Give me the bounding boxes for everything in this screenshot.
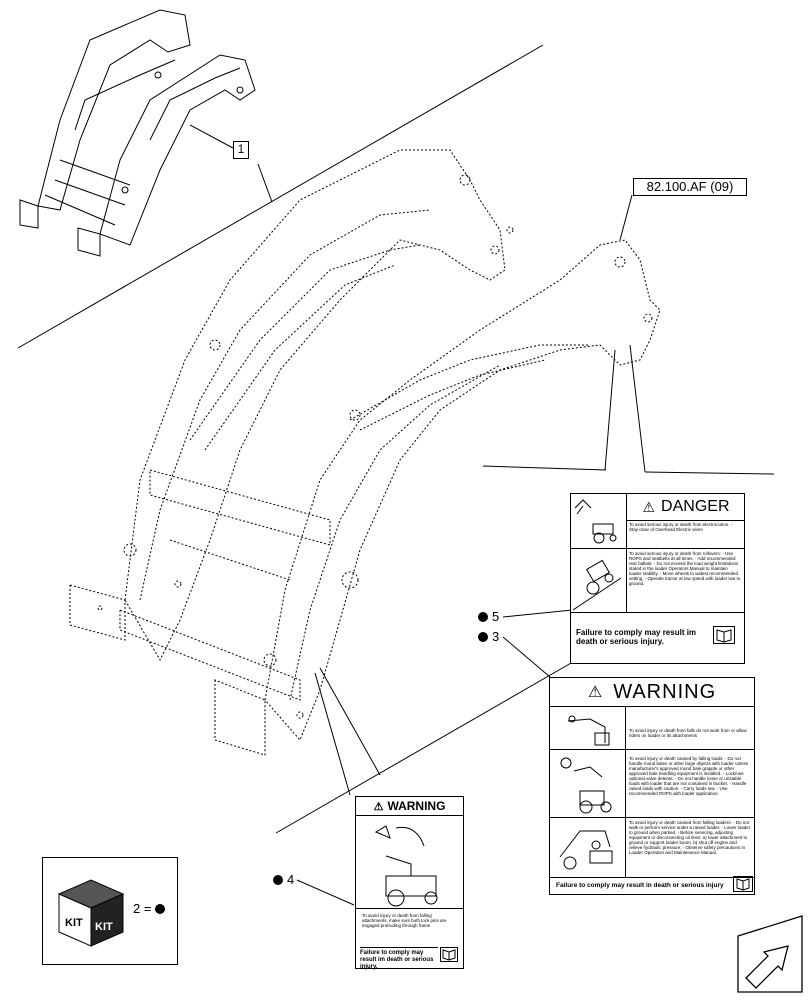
bullet-number: 3	[492, 629, 500, 644]
bullet-item-5[interactable]: 5	[478, 609, 499, 624]
falling-attachment-pictogram	[374, 825, 438, 907]
thumbnail-loader	[19, 9, 256, 257]
danger-row-2-text: To avoid serious injury or death from ro…	[629, 551, 741, 586]
bullet-item-3[interactable]: 3	[478, 629, 499, 644]
warning-small-footer: Failure to comply may result im death or…	[360, 947, 438, 971]
warning-triangle-icon: ⚠	[373, 800, 384, 813]
bullet-dot-icon	[273, 874, 283, 885]
bullet-item-4[interactable]: 4	[273, 872, 294, 887]
manual-book-icon	[713, 626, 735, 644]
manual-book-icon	[440, 947, 458, 962]
warning-large-footer: Failure to comply may result in death or…	[556, 882, 724, 889]
warning-large-row-2	[550, 749, 754, 818]
bullet-dot-icon	[155, 903, 166, 914]
callout-ref-82-text: 82.100.AF (09)	[646, 179, 734, 194]
kit-legend-box: KIT KIT 2 =	[42, 857, 178, 965]
warning-large-row-1-text: To avoid injury or death from falls do n…	[629, 728, 747, 738]
rollover-pictogram	[571, 548, 627, 612]
danger-row-1-text: To avoid serious injury or death from el…	[629, 522, 733, 532]
falling-load-pictogram	[550, 749, 626, 817]
warning-large-row-3	[550, 817, 754, 878]
arrow-icon	[745, 945, 789, 989]
warning-large-title: WARNING	[613, 680, 717, 703]
rider-on-loader-pictogram	[550, 707, 626, 749]
bullet-number: 4	[287, 872, 295, 887]
warning-large-row-1	[550, 707, 754, 750]
bullet-dot-icon	[478, 631, 488, 642]
kit-label-left: KIT	[65, 917, 83, 929]
danger-row-2	[571, 548, 744, 613]
warning-large-header: ⚠ WARNING	[550, 678, 754, 707]
warning-small-header: ⚠ WARNING	[356, 797, 463, 816]
danger-decal: ⚠ DANGER To avoid serious injury or deat…	[570, 493, 745, 664]
warning-large-row-3-text: To avoid injury or death caused from fal…	[629, 820, 751, 855]
danger-footer: Failure to comply may result im death or…	[576, 628, 697, 646]
kit-box-icon: KIT KIT	[57, 879, 125, 947]
main-loader	[69, 149, 661, 756]
warning-decal-large: ⚠ WARNING To avoid injury or death from …	[549, 677, 755, 895]
warning-triangle-icon: ⚠	[642, 498, 656, 515]
danger-row-1	[571, 494, 744, 549]
danger-title: DANGER	[661, 498, 730, 515]
callout-ref-1-text: 1	[237, 142, 245, 156]
danger-header: ⚠ DANGER	[626, 494, 745, 521]
manual-book-icon	[733, 876, 753, 892]
callout-ref-1[interactable]: 1	[233, 141, 249, 159]
kit-legend-text: 2 =	[133, 901, 152, 916]
warning-small-title: WARNING	[387, 799, 446, 813]
warning-decal-small: ⚠ WARNING To avoid injury or death from …	[355, 796, 464, 971]
next-page-arrow-button[interactable]	[738, 916, 802, 992]
warning-small-pictogram-row	[356, 816, 463, 909]
warning-small-row-1-text: To avoid injury or death from falling at…	[362, 913, 447, 928]
page-arrow-drawing	[737, 915, 803, 993]
warning-large-row-2-text: To avoid injury or death caused by falli…	[629, 756, 749, 796]
warning-triangle-icon: ⚠	[587, 684, 604, 701]
bullet-number: 5	[492, 609, 500, 624]
kit-label-right: KIT	[95, 921, 113, 933]
under-loader-pictogram	[550, 817, 626, 877]
power-line-tractor-pictogram	[571, 494, 627, 548]
bullet-dot-icon	[478, 611, 488, 622]
kit-legend-row: 2 =	[133, 901, 166, 916]
callout-ref-82-100-af[interactable]: 82.100.AF (09)	[633, 178, 747, 196]
